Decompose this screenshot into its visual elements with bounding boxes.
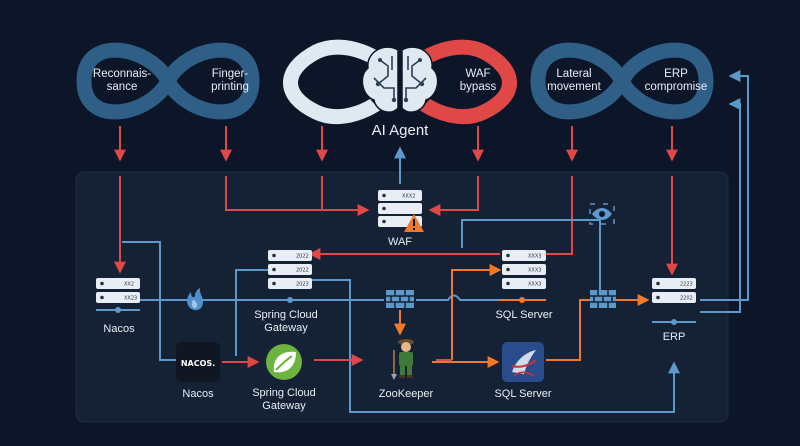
zookeeper-icon — [391, 339, 414, 380]
red-flow-bottom — [222, 354, 452, 368]
nacos-row-1: XX2 — [124, 282, 134, 288]
gateway-label-top: Spring Cloud Gateway — [254, 309, 318, 334]
stage-waf-bypass: WAF bypass — [459, 68, 497, 94]
loop-lateral-erp — [530, 42, 714, 120]
gateway-row-1: 2022 — [296, 254, 309, 260]
eye-icon — [589, 203, 615, 225]
stage-reconnaissance: Reconnais- sance — [92, 68, 152, 94]
loop-recon-finger — [76, 42, 260, 120]
stage-fingerprinting: Finger- printing — [211, 68, 249, 94]
fire-icon — [187, 288, 204, 311]
firewall-icon — [590, 290, 616, 308]
sql-label-top: SQL Server — [495, 309, 553, 321]
waf-label: WAF — [387, 236, 413, 248]
waf-server-icon: XXX2 — [378, 190, 422, 227]
loop-exploit-waf — [283, 39, 517, 124]
ai-agent-label: AI Agent — [371, 122, 429, 139]
nacos-logo-text: NACOS. — [181, 359, 215, 368]
sql-row-3: XXX3 — [528, 282, 541, 288]
nacos-label-top: Nacos — [103, 323, 135, 335]
sql-server-icon-top: XXX3 XXX3 XXX3 — [500, 250, 546, 303]
stage-exploit-selection: Exploit selection — [303, 68, 349, 94]
leaf-icon — [266, 344, 302, 380]
gateway-label-bottom: Spring Cloud Gateway — [252, 387, 316, 412]
stage-lateral-movement: Lateral movement — [547, 68, 601, 94]
warning-icon — [404, 214, 424, 232]
nacos-label-bottom: Nacos — [182, 388, 214, 400]
erp-row-2: 2202 — [680, 296, 693, 302]
brain-icon — [361, 46, 439, 114]
zookeeper-label: ZooKeeper — [378, 388, 434, 400]
nacos-logo-tile: NACOS. — [176, 342, 220, 382]
nacos-server-icon: XX2 XX23 — [96, 278, 140, 313]
sql-server-icon — [502, 342, 544, 382]
gateway-row-3: 2023 — [296, 282, 309, 288]
sql-row-2: XXX3 — [528, 268, 541, 274]
gateway-server-icon: 2022 2022 2023 — [268, 250, 312, 303]
firewall-icon — [386, 290, 414, 308]
waf-server-text: XXX2 — [402, 194, 415, 200]
sql-row-1: XXX3 — [528, 254, 541, 260]
nacos-row-2: XX23 — [124, 296, 137, 302]
blue-connections — [122, 70, 749, 413]
erp-label: ERP — [662, 331, 686, 343]
erp-row-1: 2223 — [680, 282, 693, 288]
gateway-row-2: 2022 — [296, 268, 309, 274]
sql-label-bottom: SQL Server — [494, 388, 552, 400]
stage-erp-compromise: ERP compromise — [644, 68, 708, 94]
erp-server-icon: 2223 2202 — [652, 278, 696, 325]
